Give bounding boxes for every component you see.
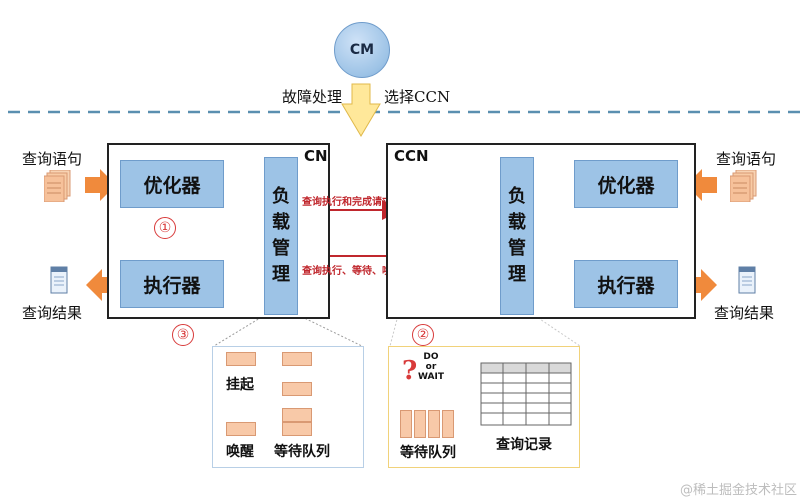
result-document-icon xyxy=(50,266,68,294)
ccn-load-char: 理 xyxy=(508,264,526,285)
wake-label: 唤醒 xyxy=(226,444,254,460)
callout-line-left-a xyxy=(213,314,266,347)
queue-block xyxy=(282,408,312,422)
query-in-arrow-left xyxy=(85,169,116,201)
ccn-load-char: 载 xyxy=(508,212,526,233)
cn-executor: 执行器 xyxy=(120,260,224,308)
cn-queue-detail xyxy=(212,346,364,468)
queue-block xyxy=(226,352,256,366)
ccn-title: CCN xyxy=(394,147,429,165)
ccn-load-management: 负 载 管 理 xyxy=(500,157,534,315)
watermark: @稀土掘金技术社区 xyxy=(679,483,797,498)
ccn-load-char: 负 xyxy=(508,186,526,207)
queue-block xyxy=(282,352,312,366)
cn-optimizer: 优化器 xyxy=(120,160,224,208)
step-three-badge: ③ xyxy=(172,324,194,346)
step-two-badge: ② xyxy=(412,324,434,346)
queue-block xyxy=(226,422,256,436)
cn-load-char: 负 xyxy=(272,186,290,207)
question-mark: ? xyxy=(402,356,418,386)
cn-title: CN xyxy=(304,147,328,165)
fault-handling-label: 故障处理 xyxy=(282,88,343,106)
cn-load-management: 负 载 管 理 xyxy=(264,157,298,315)
queue-block xyxy=(282,422,312,436)
cm-down-arrow xyxy=(341,83,381,137)
suspend-label: 挂起 xyxy=(226,377,254,393)
ccn-executor-label: 执行器 xyxy=(597,274,655,297)
select-ccn-label: 选择CCN xyxy=(384,88,451,106)
query-in-arrow-right xyxy=(686,169,717,201)
ccn-wait-queue-label: 等待队列 xyxy=(400,445,456,461)
document-icon xyxy=(730,170,757,202)
queue-block xyxy=(400,410,412,438)
ccn-load-char: 管 xyxy=(508,238,526,259)
cm-label: CM xyxy=(349,42,375,58)
cn-load-char: 理 xyxy=(272,264,290,285)
cn-executor-label: 执行器 xyxy=(143,274,201,297)
document-icon xyxy=(44,170,71,202)
cn-load-char: 管 xyxy=(272,238,290,259)
query-result-label-left: 查询结果 xyxy=(22,304,83,322)
query-record-label: 查询记录 xyxy=(496,437,552,453)
queue-block xyxy=(414,410,426,438)
cn-optimizer-label: 优化器 xyxy=(143,174,201,197)
do-text: DO xyxy=(423,352,439,362)
request-arrow-label: 查询执行和完成请求 xyxy=(302,197,392,208)
query-result-label-right: 查询结果 xyxy=(714,304,775,322)
query-statement-label-left: 查询语句 xyxy=(22,150,83,168)
query-statement-label-right: 查询语句 xyxy=(716,150,777,168)
ccn-optimizer-label: 优化器 xyxy=(597,174,655,197)
queue-block xyxy=(428,410,440,438)
or-text: or xyxy=(425,362,437,372)
do-or-wait: DO or WAIT xyxy=(418,352,444,382)
callout-line-right-a xyxy=(389,261,413,347)
query-record-table xyxy=(480,362,572,426)
cn-wait-queue-label: 等待队列 xyxy=(274,444,330,460)
cm-node: CM xyxy=(334,22,390,78)
queue-block xyxy=(282,382,312,396)
response-arrow-label: 查询执行、等待、唤醒 xyxy=(302,266,402,277)
result-document-icon xyxy=(738,266,756,294)
wait-text: WAIT xyxy=(418,372,444,382)
cn-load-char: 载 xyxy=(272,212,290,233)
callout-line-left-b xyxy=(297,314,363,347)
ccn-optimizer: 优化器 xyxy=(574,160,678,208)
queue-block xyxy=(442,410,454,438)
step-one-badge: ① xyxy=(154,217,176,239)
ccn-executor: 执行器 xyxy=(574,260,678,308)
